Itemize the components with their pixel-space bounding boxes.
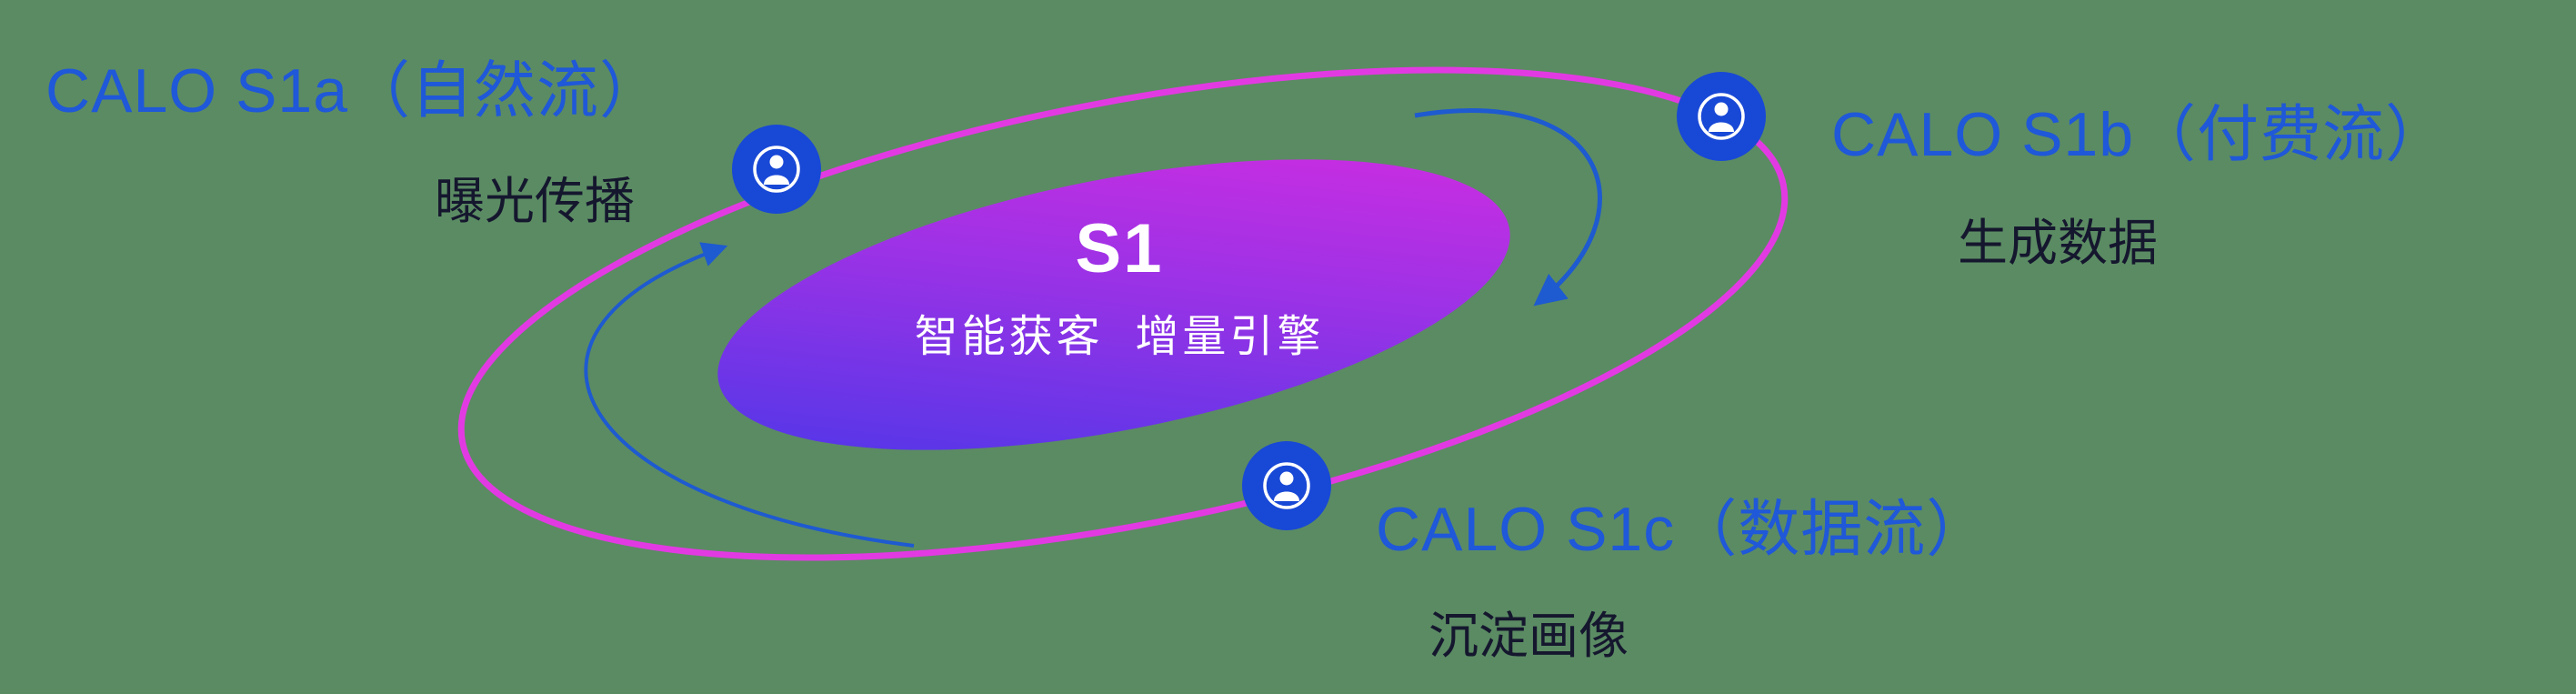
label-s1a: CALO S1a（自然流） bbox=[45, 56, 663, 126]
sublabel-s1b: 生成数据 bbox=[1958, 215, 2159, 271]
core-subtitle: 智能获客 增量引擎 bbox=[914, 313, 1325, 361]
sublabel-s1a: 曝光传播 bbox=[435, 173, 636, 229]
orbit-ring bbox=[457, 66, 1789, 561]
label-s1c: CALO S1c（数据流） bbox=[1376, 495, 1990, 564]
flow-arrow-right bbox=[1414, 108, 1602, 307]
core-title: S1 bbox=[1075, 210, 1164, 287]
user-icon bbox=[753, 146, 800, 193]
user-icon bbox=[1698, 93, 1745, 140]
node-s1c bbox=[1242, 441, 1331, 530]
sublabel-s1c: 沉淀画像 bbox=[1428, 608, 1629, 664]
node-s1b bbox=[1677, 72, 1766, 161]
core-ellipse bbox=[717, 159, 1510, 450]
core-label-group: S1 智能获客 增量引擎 bbox=[819, 215, 1419, 364]
flow-arrow-left bbox=[584, 242, 915, 548]
label-s1b: CALO S1b（付费流） bbox=[1831, 100, 2449, 169]
user-icon bbox=[1263, 462, 1310, 509]
node-s1a bbox=[732, 125, 821, 214]
